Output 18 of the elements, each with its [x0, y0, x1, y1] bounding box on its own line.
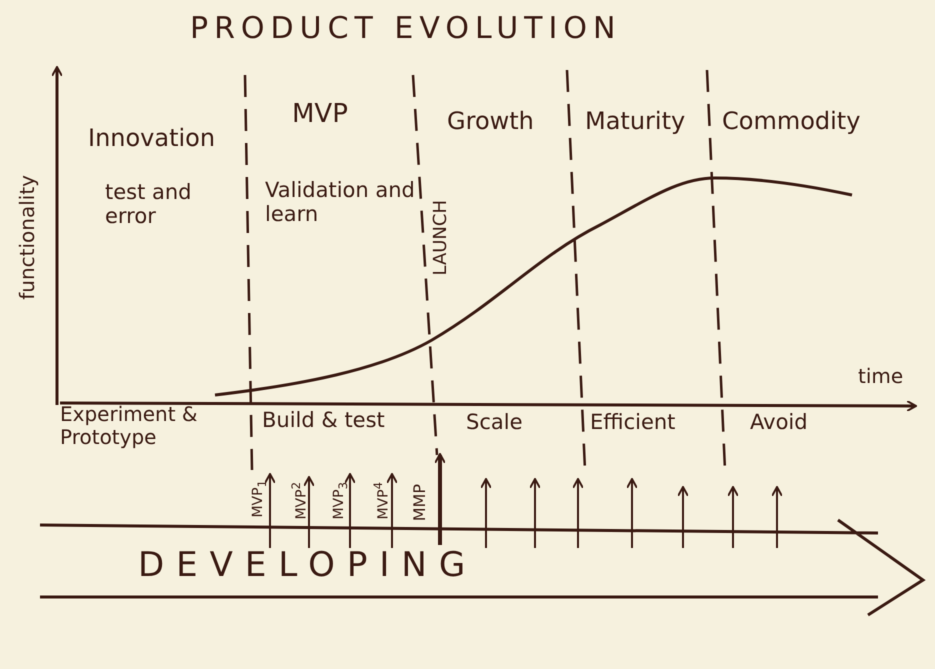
phase-name: Innovation — [88, 125, 216, 153]
stage-name: Efficient — [590, 410, 676, 434]
phase-description: Validation and learn — [265, 178, 415, 226]
phase-name: MVP — [292, 100, 348, 130]
stage-name: Scale — [466, 410, 522, 434]
title: PRODUCT EVOLUTION — [190, 12, 622, 46]
band-label: DEVELOPING — [138, 545, 478, 585]
release-label: MMP — [411, 484, 430, 522]
axis-label: time — [858, 365, 904, 388]
stage-name: Experiment & Prototype — [60, 403, 199, 449]
milestone-label: LAUNCH — [431, 200, 452, 276]
stage-name: Avoid — [750, 410, 808, 434]
stage-name: Build & test — [262, 408, 385, 432]
phase-name: Commodity — [722, 108, 860, 136]
phase-description: test and error — [105, 180, 193, 228]
phase-name: Growth — [447, 108, 534, 136]
phase-name: Maturity — [585, 108, 686, 136]
axis-label: functionality — [16, 175, 39, 300]
